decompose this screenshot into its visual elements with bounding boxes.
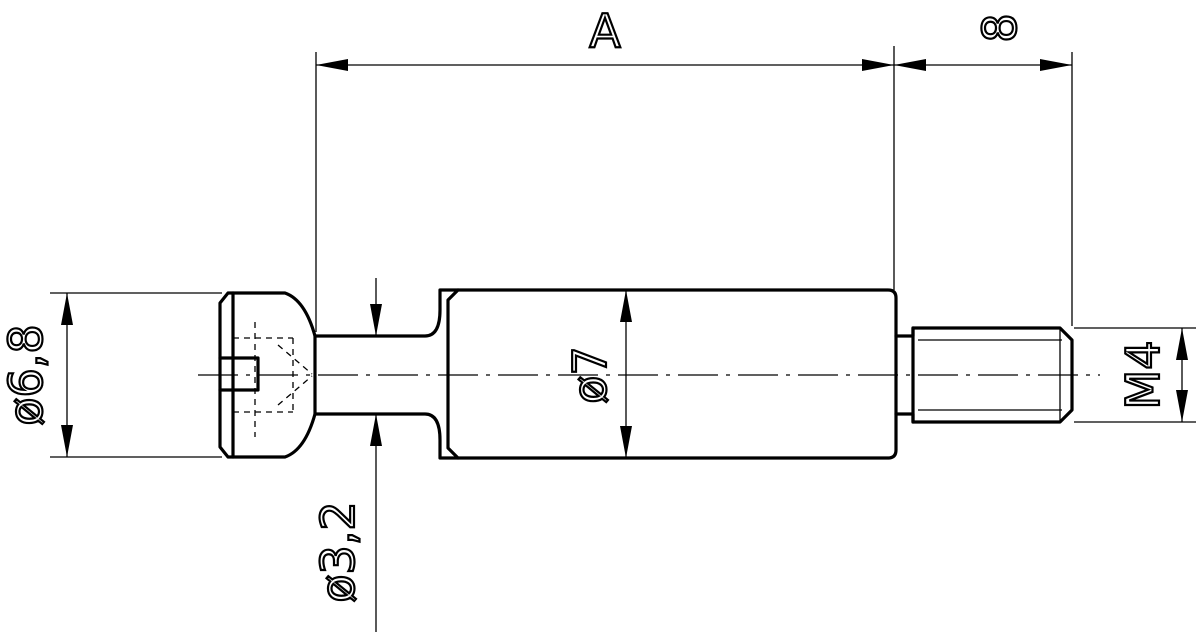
screw-neck xyxy=(313,288,460,460)
dimension-thread-length xyxy=(894,52,1073,326)
dimension-neck-diameter-label: ø3,2 xyxy=(311,501,365,602)
dimension-a-label: A xyxy=(589,4,621,58)
dimension-thread-size xyxy=(1074,327,1196,423)
dimension-body-diameter xyxy=(620,290,632,458)
dimension-thread-size-label: M4 xyxy=(1116,341,1170,410)
head-hidden-lines xyxy=(233,322,313,437)
dimension-head-diameter xyxy=(50,292,222,458)
dimension-thread-length-label: 8 xyxy=(973,13,1027,42)
dimension-head-diameter-label: ø6,8 xyxy=(0,324,53,425)
dimension-a xyxy=(315,46,895,332)
dimension-neck-diameter xyxy=(370,278,382,632)
screw-body xyxy=(446,288,898,460)
dimension-body-diameter-label: ø7 xyxy=(563,346,617,403)
